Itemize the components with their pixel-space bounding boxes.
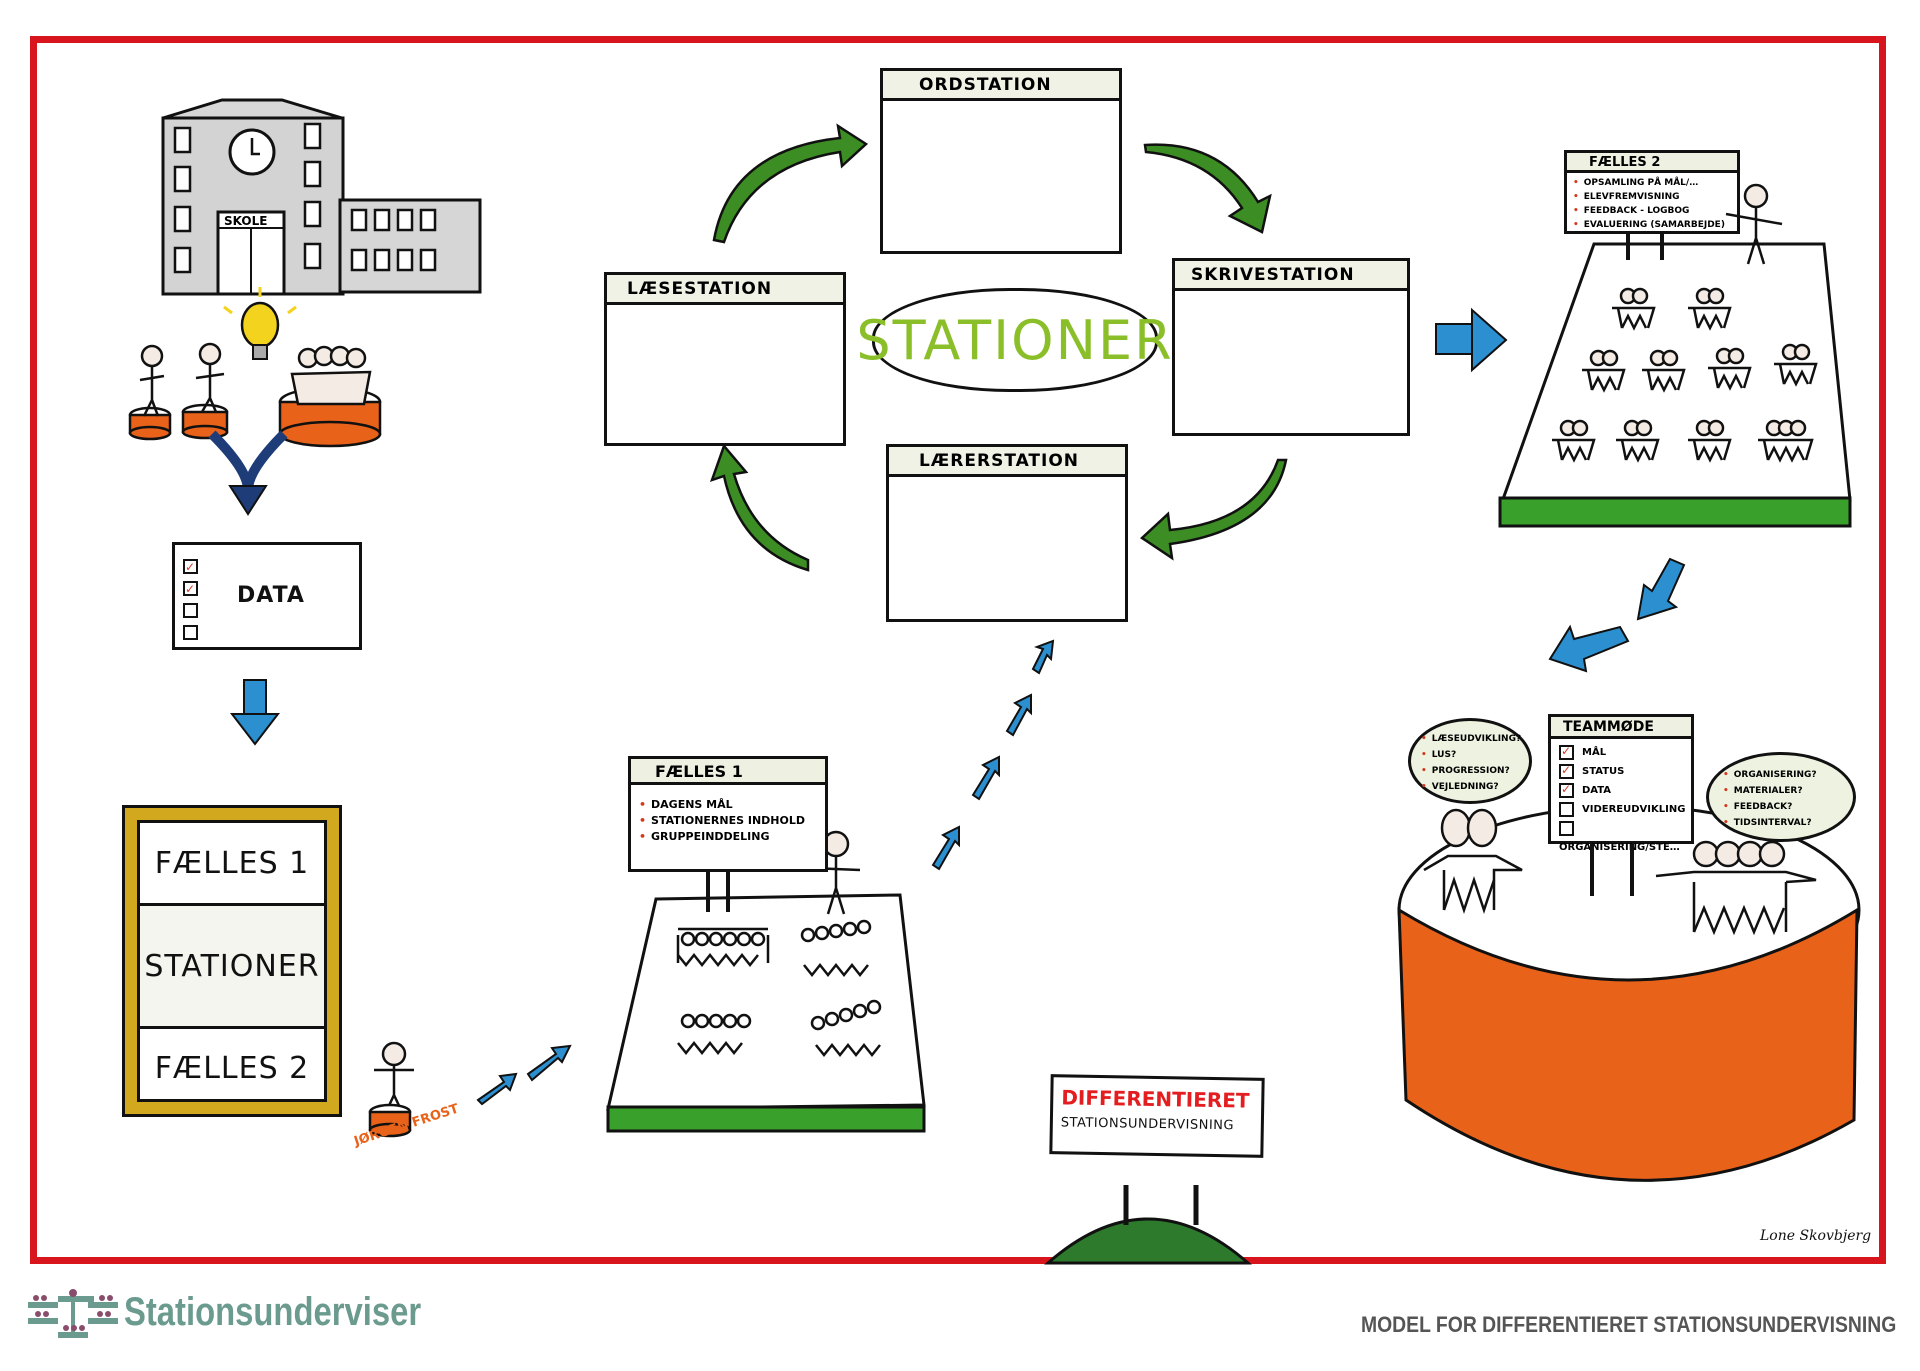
faelles1-item: DAGENS MÅL (639, 797, 825, 813)
faelles2-title: FÆLLES 2 (1567, 153, 1737, 173)
faelles1-board: FÆLLES 1 DAGENS MÅL STATIONERNES INDHOLD… (628, 756, 828, 872)
bubble-right-item: MATERIALER? (1723, 783, 1853, 799)
data-checkbox-3 (183, 603, 198, 618)
cycle-arrows (709, 123, 1288, 572)
checkbox-unchecked (1559, 820, 1574, 836)
arrow-laerer-to-laese (709, 443, 810, 572)
station-laesestation-title: LÆSESTATION (607, 275, 843, 305)
data-box: DATA (172, 542, 362, 650)
hill (1044, 1185, 1252, 1265)
blue-down-arrow-icon (229, 679, 281, 746)
classroom-groups-icon (28, 1289, 118, 1338)
station-laererstation: LÆRERSTATION (886, 444, 1128, 622)
stationer-center-label: STATIONER (856, 288, 1172, 392)
data-checkbox-4 (183, 625, 198, 640)
teammoede-item: DATA (1559, 780, 1691, 800)
teacher-on-podium (368, 1041, 414, 1138)
data-label: DATA (237, 583, 305, 608)
data-checkbox-1 (183, 556, 198, 578)
bubble-left-item: LUS? (1421, 747, 1529, 763)
faelles2-item: ELEVFREMVISNING (1573, 190, 1737, 204)
teammoede-board: TEAMMØDE MÅL STATUS DATA VIDEREUDVIKLING… (1548, 714, 1694, 853)
teammoede-item-label: STATUS (1582, 766, 1625, 777)
checkbox-checked (1559, 780, 1574, 799)
arrow-laese-to-ord (712, 123, 869, 244)
merge-arrow-icon (208, 430, 288, 516)
plan-section-faelles1: FÆLLES 1 (140, 823, 324, 906)
station-ordstation-title: ORDSTATION (883, 71, 1119, 101)
artist-signature: Lone Skovbjerg (1760, 1228, 1872, 1244)
teammoede-item: VIDEREUDVIKLING (1559, 800, 1691, 819)
plan-section-stationer: STATIONER (140, 906, 324, 1029)
dashed-arrows-to-stations (931, 639, 1055, 871)
speech-bubble-left: LÆSEUDVIKLING? LUS? PROGRESSION? VEJLEDN… (1408, 718, 1532, 804)
school-sign: SKOLE (224, 214, 267, 228)
data-checkbox-2 (183, 578, 198, 600)
teammoede-board-legs (1590, 844, 1634, 896)
faelles2-item: OPSAMLING PÅ MÅL/… (1573, 176, 1737, 190)
station-ordstation: ORDSTATION (880, 68, 1122, 254)
faelles1-board-legs (706, 872, 730, 912)
teammoede-item: MÅL (1559, 742, 1691, 762)
faelles1-item: STATIONERNES INDHOLD (639, 813, 825, 829)
footer-title: MODEL FOR DIFFERENTIERET STATIONSUNDERVI… (1360, 1312, 1896, 1337)
faelles2-item: FEEDBACK - LOGBOG (1573, 204, 1737, 218)
students-on-podiums (128, 342, 382, 448)
faelles2-platform (1498, 242, 1852, 528)
faelles1-title: FÆLLES 1 (631, 759, 825, 785)
station-skrivestation-title: SKRIVESTATION (1175, 261, 1407, 291)
arrow-skrive-to-laerer (1139, 458, 1288, 561)
teammoede-item-label: MÅL (1582, 747, 1607, 758)
station-laererstation-title: LÆRERSTATION (889, 447, 1125, 477)
faelles1-item: GRUPPEINDDELING (639, 829, 825, 845)
station-laesestation: LÆSESTATION (604, 272, 846, 446)
lightbulb-icon (223, 287, 297, 360)
teammoede-title: TEAMMØDE (1551, 717, 1691, 739)
bubble-left-item: LÆSEUDVIKLING? (1421, 731, 1529, 747)
checkbox-unchecked (1559, 801, 1574, 817)
bubble-right-item: ORGANISERING? (1723, 767, 1853, 783)
billboard: DIFFERENTIERET STATIONSUNDERVISNING (1049, 1074, 1265, 1158)
teammoede-item-label: VIDEREUDVIKLING (1582, 804, 1686, 815)
school-building-icon: SKOLE (161, 98, 482, 296)
faelles2-board: FÆLLES 2 OPSAMLING PÅ MÅL/… ELEVFREMVISN… (1564, 150, 1740, 234)
bubble-left-item: VEJLEDNING? (1421, 779, 1529, 795)
speech-bubble-right: ORGANISERING? MATERIALER? FEEDBACK? TIDS… (1706, 752, 1856, 842)
red-frame (30, 36, 1886, 1264)
teammoede-item-label: ORGANISERING/STE… (1559, 842, 1680, 853)
faelles2-board-legs (1626, 234, 1664, 260)
logo-text: Stationsunderviser (124, 1290, 422, 1334)
bubble-right-item: TIDSINTERVAL? (1723, 815, 1853, 831)
checkbox-checked (1559, 761, 1574, 780)
teammoede-item: ORGANISERING/STE… (1559, 819, 1691, 857)
teammoede-item-label: DATA (1582, 785, 1612, 796)
arrow-ord-to-skrive (1143, 143, 1272, 234)
billboard-line2: STATIONSUNDERVISNING (1060, 1115, 1235, 1134)
blue-curved-arrows (1548, 557, 1686, 673)
teammoede-platform (1397, 804, 1861, 1182)
blue-right-arrow-icon (1435, 307, 1508, 373)
stationer-center-text: STATIONER (856, 308, 1174, 372)
faelles2-teacher (1725, 183, 1783, 265)
station-skrivestation: SKRIVESTATION (1172, 258, 1410, 436)
checkbox-checked (1559, 742, 1574, 761)
dashed-arrows-to-faelles1 (476, 1044, 572, 1106)
bubble-right-item: FEEDBACK? (1723, 799, 1853, 815)
faelles1-platform (606, 893, 926, 1133)
billboard-line1: DIFFERENTIERET (1061, 1085, 1250, 1113)
teammoede-item: STATUS (1559, 761, 1691, 781)
plan-section-faelles2: FÆLLES 2 (154, 1050, 310, 1086)
plan-scroll: FÆLLES 1 STATIONER FÆLLES 2 (122, 805, 342, 1117)
faelles2-item: EVALUERING (SAMARBEJDE) (1573, 218, 1737, 232)
bubble-left-item: PROGRESSION? (1421, 763, 1529, 779)
